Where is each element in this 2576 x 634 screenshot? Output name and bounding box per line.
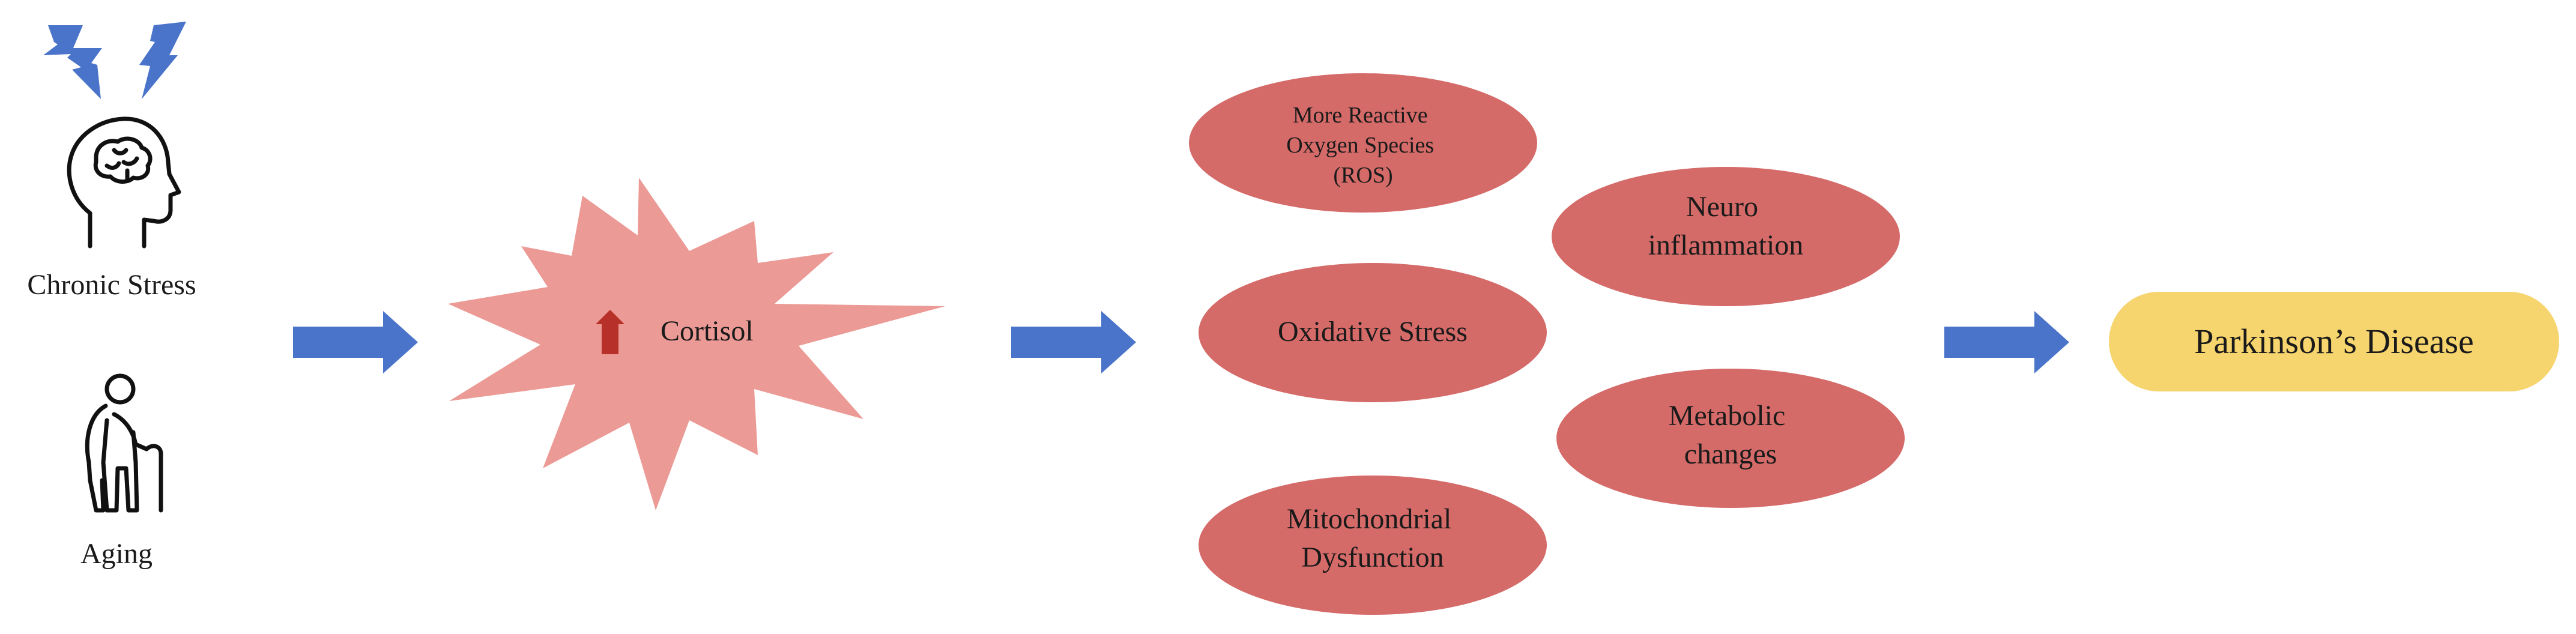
neuroinflammation-ellipse	[1552, 167, 1900, 306]
ros-ellipse	[1189, 73, 1537, 213]
flow-arrow	[293, 311, 418, 373]
up-arrow-icon	[596, 310, 624, 354]
flow-arrow	[1944, 311, 2069, 373]
metabolic-changes-ellipse	[1556, 369, 1905, 508]
cortisol-label: Cortisol	[661, 315, 754, 347]
mitochondrial-dysfunction-label: Mitochondrial Dysfunction	[1287, 503, 1459, 573]
lightning-icon	[43, 25, 102, 99]
aging-label: Aging	[80, 538, 153, 570]
chronic-stress-label: Chronic Stress	[27, 269, 196, 301]
flow-arrow	[1011, 311, 1136, 373]
parkinsons-disease-box	[2109, 292, 2559, 391]
oxidative-stress-ellipse	[1199, 263, 1547, 402]
elderly-person-icon	[85, 373, 163, 513]
oxidative-stress-label: Oxidative Stress	[1278, 316, 1468, 348]
neuroinflammation-label: Neuro inflammation	[1648, 191, 1804, 261]
cortisol-burst	[448, 178, 945, 510]
lightning-icon	[139, 22, 186, 99]
mitochondrial-dysfunction-ellipse	[1199, 476, 1547, 615]
ros-label: More Reactive Oxygen Species (ROS)	[1286, 103, 1439, 188]
metabolic-changes-label: Metabolic changes	[1669, 400, 1793, 470]
head-brain-icon	[67, 116, 181, 249]
parkinsons-disease-label: Parkinson’s Disease	[2194, 322, 2474, 361]
